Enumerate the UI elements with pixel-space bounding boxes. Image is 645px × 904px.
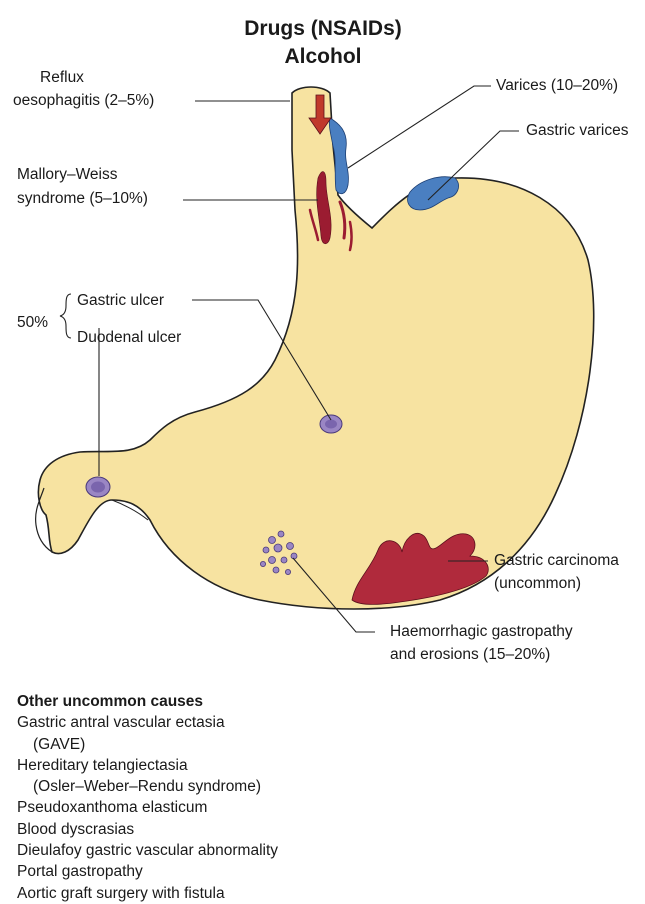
label-haemorrhagic-2: and erosions (15–20%) (390, 645, 550, 665)
cause-item: Hereditary telangiectasia (17, 755, 278, 776)
label-mallory-2: syndrome (5–10%) (17, 189, 148, 209)
label-mallory-1: Mallory–Weiss (17, 165, 118, 185)
cause-item: Portal gastropathy (17, 861, 278, 882)
label-ulcer-percent: 50% (17, 313, 48, 333)
brace (60, 294, 71, 338)
label-reflux-2: oesophagitis (2–5%) (13, 91, 154, 111)
label-reflux-1: Reflux (40, 68, 84, 88)
duodenal-ulcer-center (91, 482, 105, 493)
title-line-1: Drugs (NSAIDs) (193, 16, 453, 42)
title-line-2: Alcohol (193, 44, 453, 70)
other-causes-heading: Other uncommon causes (17, 691, 278, 712)
cause-item: Gastric antral vascular ectasia (17, 712, 278, 733)
label-varices: Varices (10–20%) (496, 76, 618, 96)
label-gastric-ulcer: Gastric ulcer (77, 291, 164, 311)
cause-item: Pseudoxanthoma elasticum (17, 797, 278, 818)
cause-item: Dieulafoy gastric vascular abnormality (17, 840, 278, 861)
label-gastric-varices: Gastric varices (526, 121, 629, 141)
cause-item: Blood dyscrasias (17, 819, 278, 840)
diagram-stage: Drugs (NSAIDs) Alcohol Reflux oesophagit… (0, 0, 645, 884)
other-causes-list: Other uncommon causes Gastric antral vas… (17, 691, 278, 904)
label-haemorrhagic-1: Haemorrhagic gastropathy (390, 622, 573, 642)
label-carcinoma-2: (uncommon) (494, 574, 581, 594)
cause-item: (Osler–Weber–Rendu syndrome) (17, 776, 278, 797)
cause-item: (GAVE) (17, 734, 278, 755)
stomach-shape (38, 87, 593, 609)
label-carcinoma-1: Gastric carcinoma (494, 551, 619, 571)
cause-item: Aortic graft surgery with fistula (17, 883, 278, 904)
label-duodenal-ulcer: Duodenal ulcer (77, 328, 181, 348)
gastric-ulcer-center (325, 420, 337, 429)
